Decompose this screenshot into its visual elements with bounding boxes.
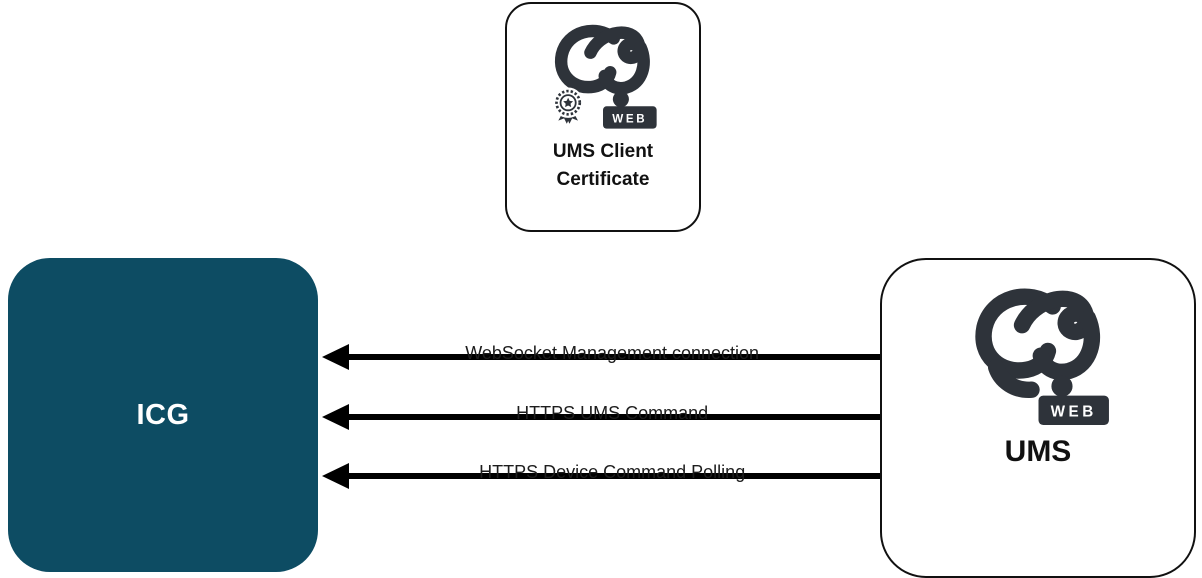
logo-dot [612, 91, 629, 108]
node-label-line2: Certificate [556, 168, 650, 190]
arrow-shaft [344, 473, 880, 479]
arrowhead-left-icon [322, 344, 349, 370]
arrow-label: WebSocket Management connection [465, 343, 760, 363]
node-ums-client-certificate: WEB UMS Client Certificate [505, 2, 701, 232]
arrow-shaft [344, 354, 880, 360]
arrowhead-left-icon [322, 404, 349, 430]
logo-dot [1050, 375, 1073, 397]
node-label-ums: UMS [1004, 435, 1072, 468]
arrowhead-left-icon [322, 463, 349, 489]
certificate-seal-icon [552, 87, 584, 124]
web-badge: WEB [603, 106, 657, 129]
ums-web-logo-icon: WEB [552, 24, 657, 129]
arrow-shaft [344, 414, 880, 420]
web-badge-label: WEB [1050, 404, 1096, 421]
node-label-ums-client-certificate: UMS Client Certificate [553, 138, 653, 193]
ums-web-logo-icon: WEB [974, 288, 1109, 425]
arrow-label: HTTPS Device Command Polling [479, 462, 746, 482]
node-ums: WEB UMS [880, 258, 1196, 578]
node-icg: ICG [8, 258, 318, 572]
web-badge: WEB [1038, 395, 1109, 425]
arrow-label: HTTPS UMS Command [516, 403, 709, 423]
node-label-icg: ICG [136, 398, 190, 431]
node-label-line1: UMS Client [552, 141, 654, 162]
web-badge-label: WEB [612, 112, 647, 125]
